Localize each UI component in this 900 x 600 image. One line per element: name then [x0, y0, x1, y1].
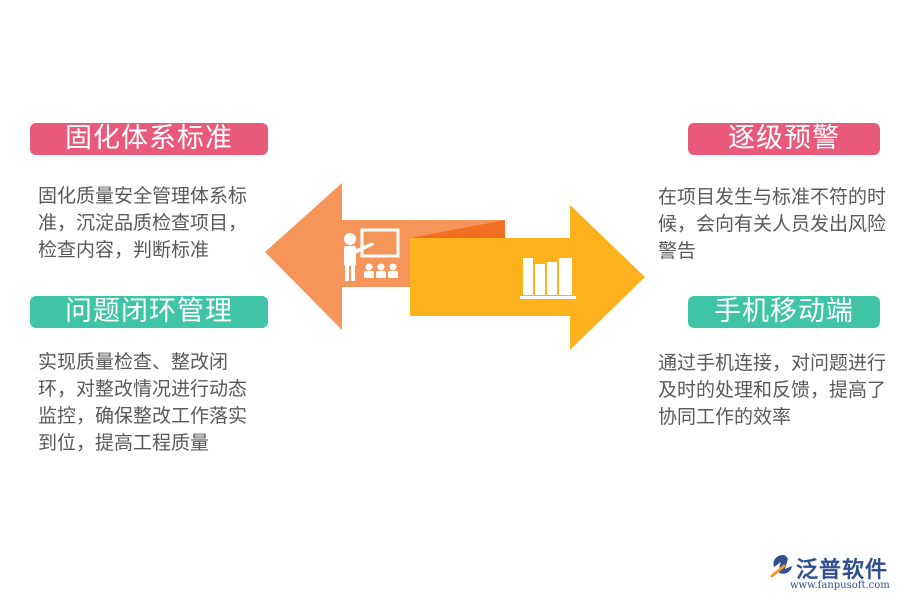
desc-mobile: 通过手机连接，对问题进行及时的处理和反馈，提高了协同工作的效率: [658, 352, 887, 428]
teacher-presentation-icon: [344, 228, 400, 281]
books-icon: [520, 258, 576, 299]
title-warning: 逐级预警: [688, 123, 880, 155]
title-closed-loop: 问题闭环管理: [30, 296, 268, 328]
desc-closed-loop: 实现质量检查、整改闭环，对整改情况进行动态监控，确保整改工作落实到位，提高工程质…: [38, 351, 248, 454]
title-mobile: 手机移动端: [688, 296, 880, 328]
brand-url: www.fanpusoft.com: [790, 580, 890, 591]
desc-fixed-standard: 固化质量安全管理体系标准，沉淀品质检查项目，检查内容，判断标准: [38, 185, 248, 261]
brand-name: 泛普软件: [796, 558, 889, 583]
desc-warning: 在项目发生与标准不符的时候，会向有关人员发出风险警告: [658, 186, 887, 262]
bidirectional-arrows: [265, 183, 645, 350]
fanpu-logo-icon: [770, 555, 792, 578]
title-fixed-standard: 固化体系标准: [30, 123, 268, 155]
